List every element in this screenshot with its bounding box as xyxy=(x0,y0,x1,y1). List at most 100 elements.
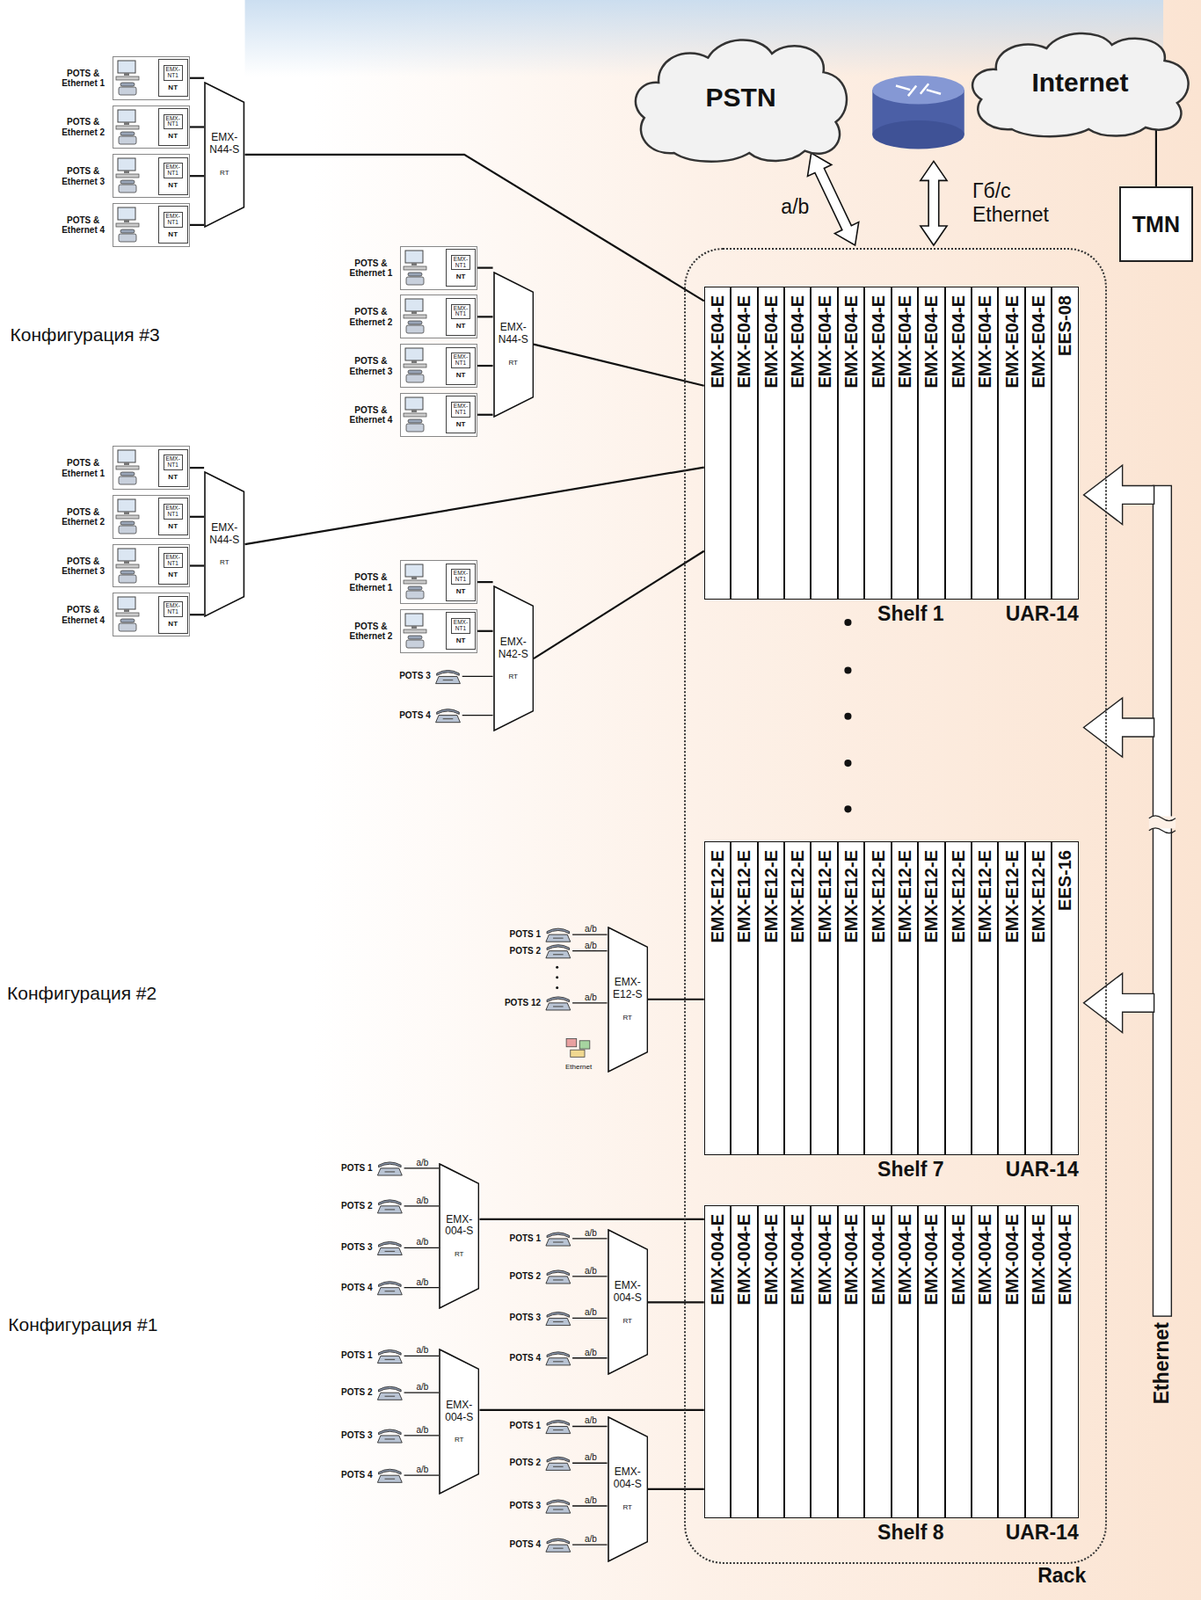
grp-label: POTS & Ethernet 4 xyxy=(346,404,396,425)
phone-icon xyxy=(545,928,571,942)
keyboard-icon xyxy=(403,266,427,270)
terminal-icons xyxy=(113,495,158,540)
card-label: EMX-E04-E xyxy=(947,295,969,389)
rt-label: RT xyxy=(203,168,245,177)
phone-keys xyxy=(553,1548,564,1550)
ab-label: a/b xyxy=(584,940,597,951)
rt-label: RT xyxy=(493,358,534,367)
pots-label: POTS 2 xyxy=(509,1457,542,1468)
grp-label: POTS & Ethernet 1 xyxy=(346,257,396,278)
network-terminal: EMX-NT1NT xyxy=(158,497,189,536)
ab-label: a/b xyxy=(584,1415,597,1426)
line-card: EMX-E12-E xyxy=(704,841,731,1155)
pots-label: POTS 3 xyxy=(341,1430,373,1441)
phone-keys xyxy=(553,1005,564,1007)
card-label: EMX-004-E xyxy=(760,1214,782,1305)
phone-handset xyxy=(120,570,135,575)
link-line xyxy=(189,125,204,128)
phone-keys xyxy=(385,1396,396,1398)
phone-handset xyxy=(407,419,423,423)
nt-label: NT xyxy=(167,619,178,628)
link-line xyxy=(647,1488,705,1491)
nt-label: NT xyxy=(456,587,466,596)
nt-label: EMX-NT1 xyxy=(163,553,183,569)
line-card: EMX-004-E xyxy=(997,1205,1025,1519)
phone-icon xyxy=(377,1429,402,1443)
subscriber-set: POTS & Ethernet 1EMX-NT1NT xyxy=(112,56,190,101)
link-line xyxy=(477,364,493,367)
pots-wire xyxy=(572,1317,607,1319)
nt-label: EMX-NT1 xyxy=(163,503,183,520)
phone-keys xyxy=(553,1466,564,1468)
grp-label: POTS & Ethernet 3 xyxy=(58,555,109,576)
phone-base xyxy=(377,1168,402,1176)
line-card: EMX-E12-E xyxy=(757,841,785,1155)
nt-label: NT xyxy=(167,473,178,481)
monitor-icon xyxy=(117,109,136,123)
nt-label: NT xyxy=(456,272,466,281)
remote-terminal: EMX-004-SRT xyxy=(438,1348,480,1495)
card-label: EMX-E04-E xyxy=(1027,295,1049,389)
ab-label: a/b xyxy=(416,1195,430,1206)
phone-body xyxy=(406,590,424,599)
pots-label: POTS 2 xyxy=(341,1201,373,1211)
pc-icon xyxy=(566,1038,577,1047)
phone-body xyxy=(118,525,137,534)
phone-keys xyxy=(553,1508,564,1510)
phone-icon xyxy=(377,1200,402,1214)
terminal-icons xyxy=(400,393,445,438)
line-card: EMX-E12-E xyxy=(784,841,811,1155)
phone-base xyxy=(545,1544,571,1552)
pots-wire xyxy=(404,1475,439,1477)
terminal-icons xyxy=(113,106,158,151)
monitor-stand xyxy=(411,360,417,364)
ethernet-icon xyxy=(566,1038,590,1057)
phone-icon xyxy=(545,1499,571,1514)
nt-label: NT xyxy=(167,83,178,92)
line-card: EMX-E04-E xyxy=(784,286,811,600)
pots-label: POTS 1 xyxy=(341,1163,373,1173)
network-terminal: EMX-NT1NT xyxy=(445,611,476,650)
phone-handset xyxy=(546,928,570,934)
monitor-stand xyxy=(123,170,130,174)
pots-wire xyxy=(572,1463,607,1464)
pots-label: POTS 1 xyxy=(509,1420,542,1431)
line-card: EMX-E04-E xyxy=(730,286,757,600)
subscriber-set: POTS & Ethernet 1EMX-NT1NT xyxy=(112,445,190,490)
rt-label: RT xyxy=(493,672,534,681)
link-line xyxy=(189,224,204,226)
network-terminal: EMX-NT1NT xyxy=(445,248,476,287)
phone-handset xyxy=(120,618,135,623)
ab-label: a/b xyxy=(416,1382,430,1392)
monitor-stand xyxy=(411,311,417,314)
ab-label: a/b xyxy=(584,1266,597,1276)
phone-base xyxy=(545,934,571,942)
phone-icon xyxy=(545,1456,571,1471)
rt-outline xyxy=(494,272,533,417)
rt-label: EMX-N44-S xyxy=(493,321,534,347)
phone-body xyxy=(118,233,137,242)
phone-handset xyxy=(546,1420,570,1427)
phone-icon xyxy=(545,1312,571,1326)
router-arrow xyxy=(920,83,929,95)
phone-handset xyxy=(120,131,135,136)
bus-label: Ethernet xyxy=(1150,1322,1174,1405)
bus-arrow xyxy=(1084,465,1155,525)
card-label: EMX-004-E xyxy=(706,1214,728,1305)
tmn-box: TMN xyxy=(1119,186,1194,263)
line-card: EMX-E04-E xyxy=(997,286,1025,600)
bus-break xyxy=(1149,815,1176,829)
card-label: EMX-E04-E xyxy=(760,295,782,389)
card-label: EMX-E04-E xyxy=(1001,295,1023,389)
pots-label: POTS 1 xyxy=(341,1350,373,1361)
phone-handset xyxy=(436,669,460,676)
ab-label: a/b xyxy=(584,1534,597,1544)
monitor-icon xyxy=(117,60,136,73)
pots-wire xyxy=(404,1355,439,1357)
phone-base xyxy=(377,1475,402,1483)
phone-keys xyxy=(443,718,454,720)
monitor-stand xyxy=(123,609,130,612)
phone-handset xyxy=(407,370,423,374)
ab-label: a/b xyxy=(584,1228,597,1238)
